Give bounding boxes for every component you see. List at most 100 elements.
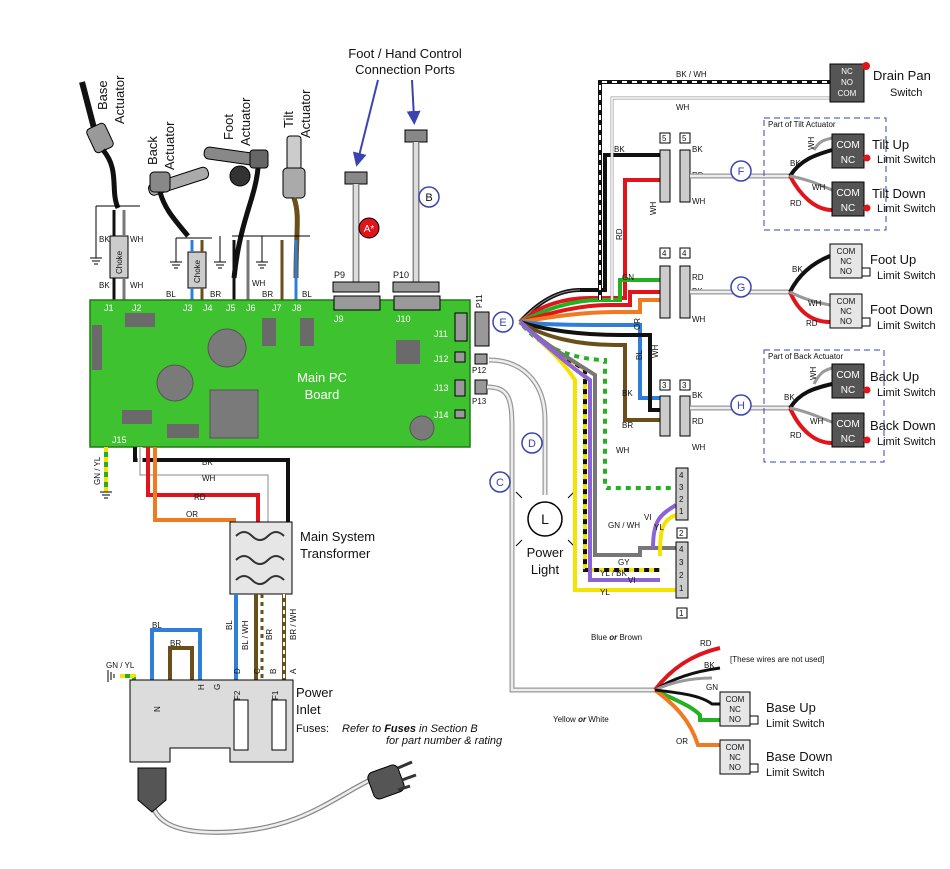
svg-text:5: 5 (662, 134, 667, 143)
inlet-pin-labels: N H G D C B A (153, 668, 298, 712)
svg-text:WH: WH (130, 235, 144, 244)
svg-text:NO: NO (729, 763, 741, 772)
svg-text:1: 1 (679, 507, 684, 516)
unused-wires-note: [These wires are not used] (730, 655, 824, 664)
plug-p12 (474, 353, 488, 365)
board-capacitor (207, 328, 247, 368)
tilt-up-label: Tilt Up (872, 137, 909, 152)
foot-up-switch (829, 243, 863, 279)
svg-text:BR: BR (210, 290, 221, 299)
power-inlet-label-1: Power (296, 685, 334, 700)
back-actuator: Back Actuator (145, 121, 210, 238)
svg-text:OR: OR (633, 318, 642, 330)
svg-text:BK: BK (790, 159, 801, 168)
svg-text:BK: BK (99, 235, 110, 244)
svg-text:WH: WH (616, 446, 630, 455)
svg-text:RD: RD (194, 493, 206, 502)
svg-text:3: 3 (662, 381, 667, 390)
svg-text:Choke: Choke (193, 259, 202, 283)
yellow-or-white-note: Yellow or White (553, 715, 609, 724)
fuse-f2 (233, 699, 249, 751)
foot-actuator-label-1: Foot (221, 114, 236, 140)
svg-text:BK: BK (202, 458, 213, 467)
svg-text:Limit Switch: Limit Switch (877, 270, 936, 282)
svg-text:NC: NC (729, 705, 741, 714)
svg-text:YL: YL (600, 588, 610, 597)
svg-text:GN / WH: GN / WH (608, 521, 640, 530)
base-down-switch (719, 739, 751, 775)
foot-actuator-label-2: Actuator (238, 97, 253, 146)
svg-text:BK: BK (614, 145, 625, 154)
svg-text:Limit Switch: Limit Switch (877, 436, 936, 448)
svg-text:Limit Switch: Limit Switch (877, 154, 936, 166)
svg-text:NO: NO (840, 267, 852, 276)
power-plug (367, 760, 417, 800)
svg-text:NO: NO (729, 715, 741, 724)
port-plug-a (344, 171, 368, 185)
transformer-label-1: Main System (300, 529, 375, 544)
drain-pan-switch-label: Switch (890, 87, 922, 99)
svg-text:BL: BL (152, 621, 162, 630)
svg-text:COM: COM (837, 297, 856, 306)
foot-tilt-wiring: WH BR BL (214, 235, 312, 300)
svg-text:NC: NC (841, 155, 855, 166)
svg-text:WH: WH (651, 344, 660, 358)
tilt-actuator: Tilt Actuator (281, 89, 313, 279)
svg-text:N: N (153, 706, 162, 712)
svg-text:BL: BL (166, 290, 176, 299)
svg-text:BL / WH: BL / WH (241, 620, 250, 650)
svg-text:J7: J7 (272, 303, 282, 313)
svg-text:BR: BR (265, 629, 274, 640)
svg-text:WH: WH (252, 279, 266, 288)
svg-text:BR: BR (622, 421, 633, 430)
svg-text:WH: WH (692, 443, 706, 452)
svg-text:YL: YL (654, 523, 664, 532)
svg-text:4: 4 (682, 249, 687, 258)
jack-j9 (333, 295, 381, 311)
svg-text:OR: OR (676, 737, 688, 746)
jack-j12 (454, 351, 466, 363)
svg-text:BL: BL (635, 350, 644, 360)
svg-text:D: D (233, 668, 242, 674)
power-light (527, 501, 563, 537)
svg-text:WH: WH (202, 474, 216, 483)
svg-text:RD: RD (806, 319, 818, 328)
port-plug-b (404, 129, 428, 143)
tilt-down-label: Tilt Down (872, 186, 926, 201)
back-up-label: Back Up (870, 369, 919, 384)
plug-p9-label: P9 (334, 270, 345, 280)
svg-text:VI: VI (644, 513, 652, 522)
svg-text:WH: WH (692, 197, 706, 206)
connector-pair-f: 5 5 (659, 132, 691, 203)
jack-j11 (454, 312, 468, 342)
drain-pan-switch (829, 63, 865, 103)
svg-text:WH: WH (130, 281, 144, 290)
back-up-switch (831, 363, 865, 399)
svg-text:1: 1 (679, 609, 684, 618)
ports-title-line2: Connection Ports (355, 62, 455, 77)
tilt-actuator-label-2: Actuator (298, 89, 313, 138)
svg-text:A: A (289, 668, 298, 674)
svg-text:BK: BK (704, 661, 715, 670)
svg-text:GN / YL: GN / YL (106, 661, 135, 670)
svg-text:WH: WH (810, 417, 824, 426)
fuse-f1 (271, 699, 287, 751)
svg-text:L: L (541, 511, 549, 527)
svg-text:WH: WH (808, 299, 822, 308)
svg-text:COM: COM (726, 743, 745, 752)
svg-text:2: 2 (679, 571, 684, 580)
back-down-label: Back Down (870, 418, 936, 433)
svg-text:J5: J5 (226, 303, 236, 313)
svg-text:COM: COM (838, 89, 857, 98)
svg-text:BK: BK (692, 391, 703, 400)
callout-g (730, 276, 752, 298)
svg-text:H: H (737, 400, 745, 412)
svg-text:F: F (738, 166, 745, 178)
back-actuator-box (763, 349, 885, 463)
connector-pair-g: 4 4 (659, 247, 691, 319)
power-cord-plug (137, 767, 167, 813)
svg-text:NO: NO (840, 317, 852, 326)
svg-text:NC: NC (840, 307, 852, 316)
svg-text:BK: BK (792, 265, 803, 274)
